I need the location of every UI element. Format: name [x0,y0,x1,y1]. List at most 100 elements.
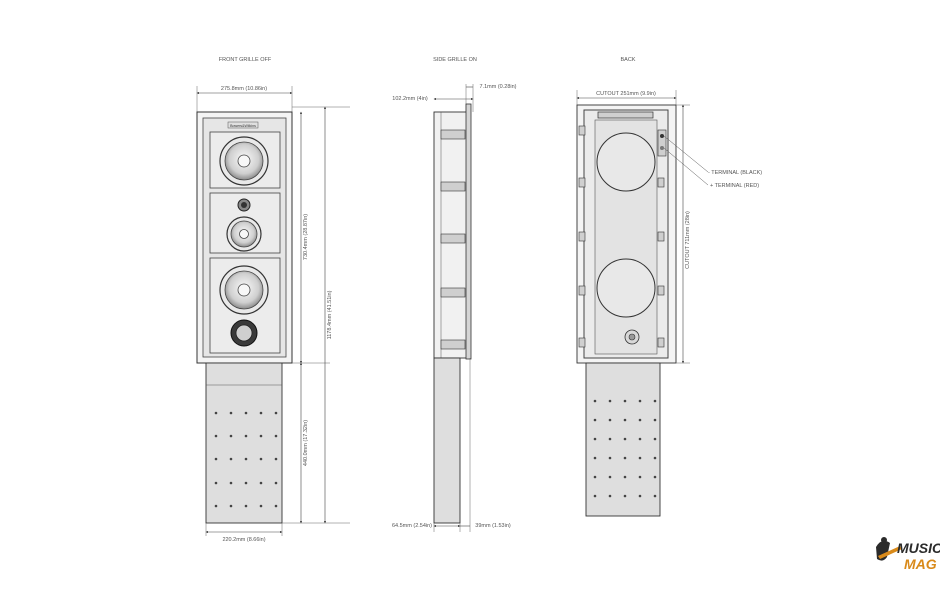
screw-dot [638,494,642,498]
side-view: 102.2mm (4in) 7.1mm (0.28in) 64.5mm (2.5… [392,84,517,532]
screw-dot [274,411,278,415]
screw-dot [593,399,597,403]
front-woofer-top [219,136,269,186]
back-view: CUTOUT 251mm (9.9in) - TERMINAL (BLACK) … [576,90,762,517]
mounting-clip [440,339,466,350]
front-woofer-bottom [219,265,269,315]
front-width-label: 275.8mm (10.86in) [221,86,267,92]
terminal-black-icon [660,134,664,138]
back-view-title: BACK [621,57,636,63]
side-view-title: SIDE GRILLE ON [433,57,477,63]
mounting-clip [440,287,466,298]
front-cab-height-label: 730.4mm (28.87in) [303,214,309,260]
screw-dot [214,504,218,508]
terminal-black-label: - TERMINAL (BLACK) [708,170,762,176]
screw-dot [623,475,627,479]
screw-dot [653,418,657,422]
screw-dot [653,437,657,441]
screw-dot [623,456,627,460]
front-extension-screw-dots [214,411,278,508]
screw-dot [274,457,278,461]
screw-dot [229,411,233,415]
mounting-clip [657,337,665,348]
back-mounting-clips [578,125,665,348]
front-ext-width-label: 220.2mm (8.66in) [222,537,265,543]
brand-badge-text: Bowers&Wilkins [230,124,256,128]
screw-dot [593,494,597,498]
screw-dot [229,434,233,438]
screw-dot [259,481,263,485]
mounting-clip [578,337,586,348]
screw-dot [259,434,263,438]
screw-dot [274,481,278,485]
screw-dot [244,411,248,415]
terminal-red-label: + TERMINAL (RED) [710,183,759,189]
screw-dot [638,475,642,479]
screw-dot [214,457,218,461]
screw-dot [608,456,612,460]
mounting-clip [578,177,586,188]
terminal-block [657,129,667,157]
side-depth-label: 102.2mm (4in) [392,96,428,102]
mounting-clip [657,231,665,242]
mounting-clip [440,233,466,244]
side-bottom-depth-label: 64.5mm (2.54in) [392,523,432,529]
front-ext-height-label: 440.0mm (17.32in) [303,420,309,466]
back-cutout-height-label: CUTOUT 711mm (28in) [685,211,691,269]
mounting-clip [440,129,466,140]
back-port [624,329,640,345]
screw-dot [229,457,233,461]
screw-dot [214,434,218,438]
mounting-clip [657,177,665,188]
screw-dot [653,399,657,403]
side-extension [433,357,461,524]
music-mag-logo: MUSIC MAG [876,537,940,572]
front-port [230,319,258,347]
terminal-red-icon [660,146,664,150]
screw-dot [623,494,627,498]
front-tweeter [237,198,251,212]
screw-dot [608,494,612,498]
brand-badge [227,121,259,129]
side-bottom-ext-label: 39mm (1.53in) [475,523,511,529]
back-extension-panel [585,362,661,517]
screw-dot [653,475,657,479]
screw-dot [259,411,263,415]
screw-dot [229,481,233,485]
screw-dot [608,399,612,403]
screw-dot [214,481,218,485]
mounting-clip [578,231,586,242]
screw-dot [623,418,627,422]
screw-dot [653,456,657,460]
screw-dot [214,411,218,415]
screw-dot [638,399,642,403]
logo-text-music: MUSIC [897,540,940,556]
screw-dot [608,475,612,479]
screw-dot [623,437,627,441]
screw-dot [244,457,248,461]
back-magnet-bottom [596,258,656,318]
side-flange-label: 7.1mm (0.28in) [480,84,517,90]
screw-dot [593,475,597,479]
screw-dot [244,504,248,508]
mounting-clip [578,285,586,296]
front-total-height-label: 1178.4mm (41.51in) [327,290,333,339]
front-extension-panel [205,362,283,524]
screw-dot [608,418,612,422]
side-grille [465,103,472,360]
logo-text-mag: MAG [904,556,937,572]
screw-dot [274,504,278,508]
screw-dot [608,437,612,441]
screw-dot [259,504,263,508]
screw-dot [259,457,263,461]
front-view: 275.8mm (10.86in) [196,86,350,543]
screw-dot [638,456,642,460]
screw-dot [274,434,278,438]
screw-dot [653,494,657,498]
back-cutout-width-label: CUTOUT 251mm (9.9in) [596,91,656,97]
screw-dot [244,434,248,438]
screw-dot [638,437,642,441]
screw-dot [229,504,233,508]
